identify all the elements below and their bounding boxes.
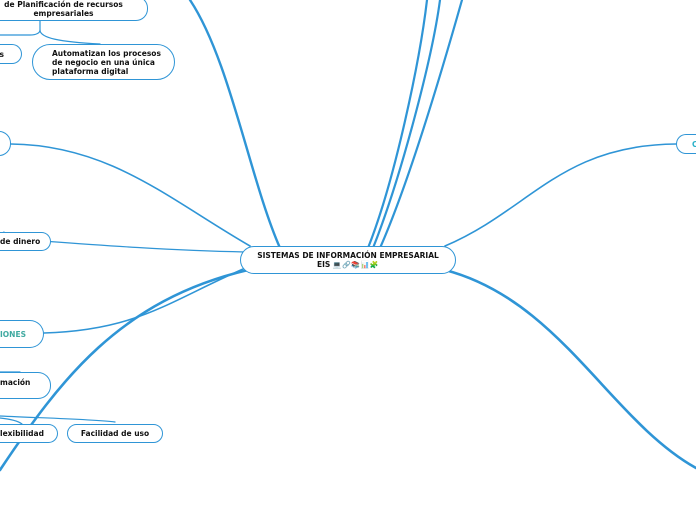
branch-right-c: [444, 143, 677, 247]
central-topic[interactable]: SISTEMAS DE INFORMACIÓN EMPRESARIAL EIS …: [240, 246, 456, 274]
node-right-c[interactable]: C: [676, 134, 696, 154]
node-automatizan[interactable]: Automatizan los procesos de negocio en u…: [32, 44, 175, 80]
branch-top-left: [188, 0, 282, 250]
node-macion-label: mación: [0, 378, 31, 387]
branch-facilidad: [0, 415, 116, 423]
node-flexibilidad-label: lexibilidad: [0, 429, 44, 438]
node-flexibilidad[interactable]: lexibilidad: [0, 424, 58, 443]
branch-top-2: [371, 0, 442, 250]
node-erp[interactable]: de Planificación de recursos empresarial…: [0, 0, 148, 21]
node-erp-line1: de Planificación de recursos: [4, 0, 123, 9]
node-iones[interactable]: IONES: [0, 320, 44, 348]
branch-erp-split: [0, 20, 41, 36]
node-macion[interactable]: mación: [0, 372, 51, 399]
branch-flex: [0, 417, 23, 425]
node-right-c-label: C: [692, 139, 696, 149]
central-eis-label: EIS: [316, 259, 331, 269]
branch-left-iones: [43, 265, 251, 334]
central-emoji-icons: 💻🔗📚📊🧩: [332, 260, 380, 269]
central-subtitle: EIS 💻🔗📚📊🧩: [257, 260, 439, 270]
node-automatizan-line3: plataforma digital: [52, 66, 129, 76]
node-dinero-label: de dinero: [0, 237, 41, 246]
branch-erp-auto: [39, 29, 101, 45]
node-s-label: s: [0, 49, 4, 59]
node-dinero[interactable]: de dinero: [0, 232, 51, 251]
node-automatizan-line2: de negocio en una única: [52, 57, 155, 67]
node-erp-line2: empresariales: [33, 8, 94, 18]
branch-bottom-right: [443, 268, 696, 470]
branch-top-3: [378, 0, 464, 250]
branch-left-upper: [10, 143, 251, 247]
node-facilidad[interactable]: Facilidad de uso: [67, 424, 163, 443]
node-facilidad-label: Facilidad de uso: [80, 429, 150, 438]
central-title: SISTEMAS DE INFORMACIÓN EMPRESARIAL: [257, 250, 439, 260]
node-s[interactable]: s: [0, 44, 22, 64]
node-automatizan-line1: Automatizan los procesos: [52, 48, 161, 58]
node-iones-label: IONES: [0, 329, 26, 339]
branch-top-1: [366, 0, 429, 250]
